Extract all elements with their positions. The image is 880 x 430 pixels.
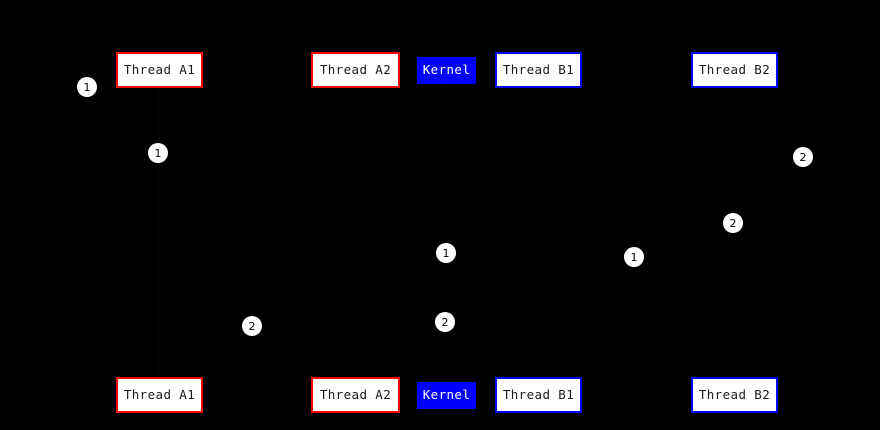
step-badge-badge-1-a: 1	[77, 77, 97, 97]
participant-label: Thread B2	[698, 61, 771, 77]
step-badge-badge-2-b: 2	[723, 213, 743, 233]
participant-box-thread-b2[interactable]: Thread B2	[691, 377, 778, 413]
participant-label: Thread B1	[502, 61, 575, 77]
participant-box-thread-a1[interactable]: Thread A1	[116, 377, 203, 413]
participant-box-thread-a2[interactable]: Thread A2	[311, 52, 400, 88]
step-badge-badge-2-d: 2	[435, 312, 455, 332]
participant-box-thread-a2[interactable]: Thread A2	[311, 377, 400, 413]
participant-box-thread-b2[interactable]: Thread B2	[691, 52, 778, 88]
lifeline-thread-b1	[538, 88, 539, 377]
message-line-msg-a1-kernel	[158, 153, 446, 254]
participant-box-thread-b1[interactable]: Thread B1	[495, 52, 582, 88]
step-badge-badge-1-d: 1	[624, 247, 644, 267]
message-line-msg-b2-kernel	[633, 222, 734, 257]
participant-box-kernel[interactable]: Kernel	[417, 57, 476, 84]
participant-box-thread-a1[interactable]: Thread A1	[116, 52, 203, 88]
participant-label: Thread B1	[502, 386, 575, 402]
participant-label: Thread B2	[698, 386, 771, 402]
step-badge-badge-2-a: 2	[793, 147, 813, 167]
participant-label: Thread A1	[123, 386, 196, 402]
step-badge-badge-2-c: 2	[242, 316, 262, 336]
step-badge-badge-1-b: 1	[148, 143, 168, 163]
step-badge-badge-1-c: 1	[436, 243, 456, 263]
participant-label: Kernel	[422, 387, 471, 403]
participant-label: Kernel	[422, 62, 471, 78]
lifeline-thread-a2	[355, 88, 356, 377]
lifeline-thread-a1	[159, 88, 160, 377]
participant-label: Thread A2	[319, 61, 392, 77]
participant-box-thread-b1[interactable]: Thread B1	[495, 377, 582, 413]
participant-box-kernel[interactable]: Kernel	[417, 382, 476, 409]
participant-label: Thread A1	[123, 61, 196, 77]
lifeline-kernel	[446, 84, 447, 382]
participant-label: Thread A2	[319, 386, 392, 402]
message-line-msg-kernel-a1	[251, 321, 446, 326]
